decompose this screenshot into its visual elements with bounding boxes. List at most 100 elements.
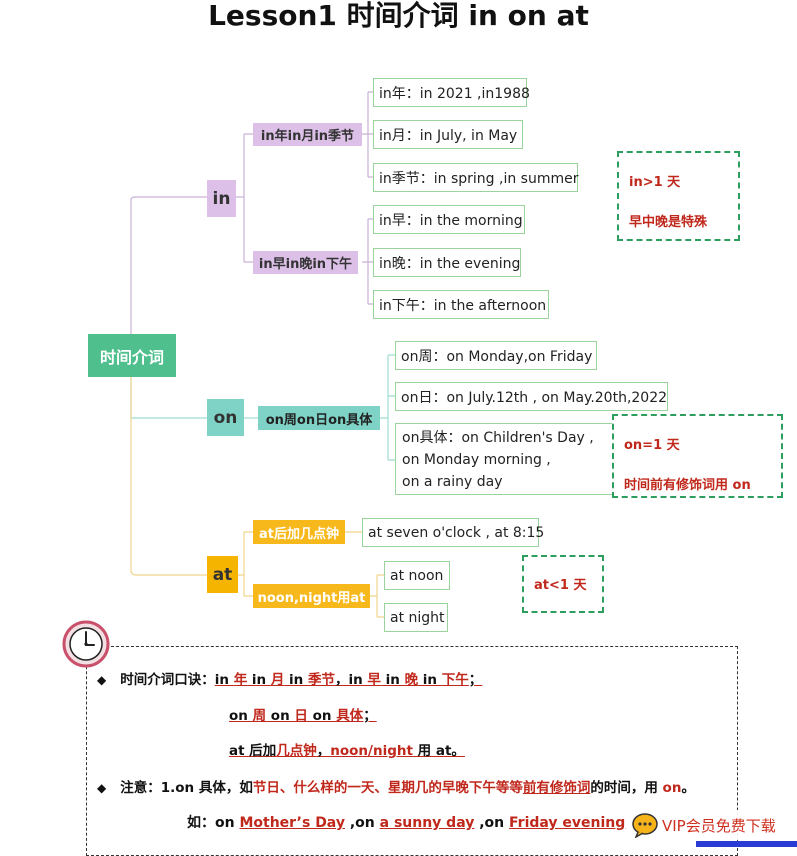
connector-in-g2 bbox=[362, 218, 373, 305]
at-note-line1: at<1 天 bbox=[534, 578, 587, 593]
root-node: 时间介词 bbox=[88, 334, 176, 377]
tip-part: noon/night bbox=[330, 743, 413, 759]
connector-root-at bbox=[130, 356, 207, 576]
tip-part: 。 bbox=[681, 780, 695, 796]
tip-line-1: ◆时间介词口诀：in 年 in 月 in 季节，in 早 in 晚 in 下午； bbox=[97, 668, 482, 688]
tip-part: at 后加 bbox=[229, 743, 277, 759]
tip-part: 周 bbox=[252, 708, 267, 724]
tip-part: ， bbox=[316, 743, 331, 759]
tip-part: 月 bbox=[270, 672, 285, 688]
in-leaf-year: in年：in 2021 ,in1988 bbox=[373, 78, 530, 107]
at-leaf-noon-text: at noon bbox=[390, 567, 444, 584]
tip-part: in bbox=[380, 672, 405, 688]
tip-line-1-rhyme: in 年 in 月 in 季节，in 早 in 晚 in 下午； bbox=[215, 672, 482, 688]
connector-at-groups bbox=[238, 531, 253, 597]
vip-download-link[interactable]: VIP会员免费下载 bbox=[632, 810, 776, 840]
connector-in-groups bbox=[236, 133, 253, 263]
tip-part: 节日、什么样的一天、星期几的早晚下午等等 bbox=[252, 780, 523, 796]
tip-part: 几点钟 bbox=[276, 743, 317, 759]
vip-bar-decoration bbox=[696, 841, 797, 847]
tip-part: 如：on bbox=[187, 815, 240, 831]
tip-part: in bbox=[247, 672, 271, 688]
on-group-week-day-specific: on周on日on具体 bbox=[258, 406, 380, 430]
tip-part: 前有修饰词 bbox=[522, 780, 591, 796]
in-leaf-evening-text: in晚：in the evening bbox=[379, 255, 521, 272]
tip-part: on bbox=[662, 780, 682, 796]
vip-download-label: VIP会员免费下载 bbox=[662, 816, 776, 835]
clock-icon bbox=[62, 620, 110, 668]
in-group-1-label: in年in月in季节 bbox=[260, 129, 355, 144]
tip-line-4: ◆注意：1.on 具体，如节日、什么样的一天、星期几的早晚下午等等前有修饰词的时… bbox=[97, 776, 695, 796]
tip-part: 季节 bbox=[307, 672, 335, 688]
branch-on-label: on bbox=[213, 407, 238, 428]
on-leaf-week-text: on周：on Monday,on Friday bbox=[401, 348, 593, 365]
in-note: in>1 天 早中晚是特殊 bbox=[617, 151, 740, 241]
in-leaf-afternoon: in下午：in the afternoon bbox=[373, 290, 549, 319]
tip-line-1-prefix: 时间介词口诀： bbox=[120, 672, 215, 688]
at-leaf-noon: at noon bbox=[384, 561, 450, 590]
at-group-noon-night: noon,night用at bbox=[253, 584, 370, 608]
on-leaf-specific-line2: on Monday morning , bbox=[402, 452, 551, 468]
tip-part: in bbox=[284, 672, 308, 688]
connector-at-g2 bbox=[370, 574, 384, 618]
at-leaf-night-text: at night bbox=[390, 609, 445, 626]
tip-bullet-1: ◆ bbox=[97, 673, 107, 687]
tip-part: ； bbox=[468, 672, 483, 688]
tip-part: 具体 bbox=[336, 708, 364, 724]
connector-root-in bbox=[130, 196, 207, 356]
tip-part: ,on bbox=[474, 815, 509, 831]
tip-line-2: on 周 on 日 on 具体； bbox=[229, 704, 377, 724]
tip-line-5: 如：on Mother’s Day ,on a sunny day ,on Fr… bbox=[187, 812, 625, 832]
in-group-morning-evening: in早in晚in下午 bbox=[253, 251, 358, 274]
tip-part: 年 bbox=[233, 672, 248, 688]
tip-bullet-2: ◆ bbox=[97, 781, 107, 795]
in-leaf-morning: in早：in the morning bbox=[373, 205, 525, 234]
page-title: Lesson1 时间介词 in on at bbox=[208, 0, 589, 32]
tip-line-3: at 后加几点钟，noon/night 用 at。 bbox=[229, 739, 465, 759]
branch-on-node: on bbox=[207, 399, 244, 436]
tip-part: 晚 bbox=[404, 672, 419, 688]
in-leaf-season-text: in季节：in spring ,in summer bbox=[379, 170, 579, 187]
tip-part: 早 bbox=[367, 672, 381, 688]
in-leaf-year-text: in年：in 2021 ,in1988 bbox=[379, 85, 530, 102]
tip-part: ,on bbox=[344, 815, 380, 831]
branch-in-label: in bbox=[212, 188, 231, 209]
on-leaf-specific-line3: on a rainy day bbox=[402, 474, 503, 490]
tip-part: in bbox=[214, 672, 234, 688]
in-note-line2: 早中晚是特殊 bbox=[629, 215, 708, 230]
in-leaf-month-text: in月：in July, in May bbox=[379, 127, 518, 144]
on-note-line1: on=1 天 bbox=[624, 438, 680, 453]
in-leaf-season: in季节：in spring ,in summer bbox=[373, 163, 579, 192]
tip-part: in bbox=[418, 672, 442, 688]
tips-box: ◆时间介词口诀：in 年 in 月 in 季节，in 早 in 晚 in 下午；… bbox=[86, 646, 738, 856]
tip-part: Friday evening bbox=[509, 815, 626, 831]
at-group-1-label: at后加几点钟 bbox=[259, 526, 339, 542]
in-group-2-label: in早in晚in下午 bbox=[258, 257, 353, 272]
on-leaf-date: on日：on July.12th , on May.20th,2022 bbox=[395, 382, 668, 411]
tip-part: ； bbox=[363, 708, 377, 724]
in-group-year-month-season: in年in月in季节 bbox=[253, 123, 362, 146]
tip-part: 下午 bbox=[441, 672, 469, 688]
in-leaf-morning-text: in早：in the morning bbox=[379, 212, 523, 229]
chat-bubble-icon bbox=[632, 813, 658, 838]
tip-part: on bbox=[307, 708, 337, 724]
branch-at-node: at bbox=[207, 556, 238, 593]
tip-part: on bbox=[266, 708, 295, 724]
in-leaf-afternoon-text: in下午：in the afternoon bbox=[379, 297, 547, 314]
tip-part: ，in bbox=[334, 672, 368, 688]
at-note: at<1 天 bbox=[522, 555, 604, 613]
on-note: on=1 天 时间前有修饰词用 on bbox=[612, 414, 783, 498]
branch-in-node: in bbox=[207, 180, 236, 217]
on-note-line2: 时间前有修饰词用 on bbox=[624, 478, 751, 493]
in-leaf-evening: in晚：in the evening bbox=[373, 248, 521, 277]
connector-on-leaves bbox=[380, 354, 395, 461]
on-leaf-week: on周：on Monday,on Friday bbox=[395, 341, 597, 370]
at-group-oclock: at后加几点钟 bbox=[253, 520, 345, 544]
at-leaf-night: at night bbox=[384, 603, 448, 632]
at-group-2-label: noon,night用at bbox=[257, 590, 366, 606]
in-leaf-month: in月：in July, in May bbox=[373, 120, 523, 149]
tip-part: on bbox=[229, 708, 253, 724]
on-leaf-specific: on具体：on Children's Day , on Monday morni… bbox=[395, 423, 617, 495]
at-leaf-oclock-text: at seven o'clock , at 8:15 bbox=[368, 524, 545, 541]
